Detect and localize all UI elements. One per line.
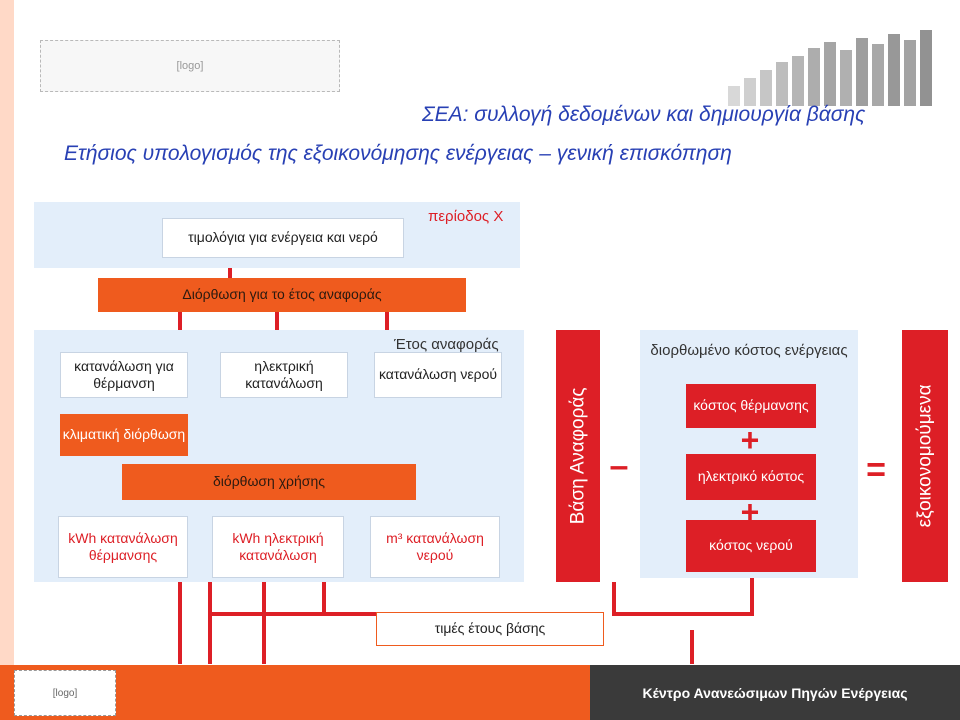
- kwh-electric-label: kWh ηλεκτρική κατανάλωση: [232, 529, 324, 564]
- corrected-cost-title: διορθωμένο κόστος ενέργειας: [640, 342, 858, 361]
- left-accent-strip: [0, 0, 14, 665]
- period-label: περίοδος X: [428, 208, 504, 225]
- kwh-electric-box: kWh ηλεκτρική κατανάλωση: [212, 516, 344, 578]
- base-year-label: Βάση Αναφοράς: [567, 387, 589, 525]
- footer-organization: Κέντρο Ανανεώσιμων Πηγών Ενέργειας: [590, 665, 960, 720]
- minus-operator: –: [609, 447, 629, 485]
- connector-line: [208, 612, 376, 616]
- m3-water-box: m³ κατανάλωση νερού: [370, 516, 500, 578]
- heating-cost-box: κόστος θέρμανσης: [686, 384, 816, 428]
- invoices-label: τιμολόγια για ενέργεια και νερό: [188, 229, 378, 246]
- electric-cost-box: ηλεκτρικό κόστος: [686, 454, 816, 500]
- connector-line: [612, 612, 752, 616]
- equals-operator: =: [866, 451, 886, 489]
- usage-correction-label: διόρθωση χρήσης: [213, 473, 325, 490]
- water-consumption-label: κατανάλωση νερού: [378, 366, 498, 383]
- base-year-box: Βάση Αναφοράς: [556, 330, 600, 582]
- heating-cost-label: κόστος θέρμανσης: [693, 397, 809, 414]
- reference-year-correction-label: Διόρθωση για το έτος αναφοράς: [182, 286, 382, 303]
- connector-line: [612, 582, 616, 616]
- plus-operator-1: +: [740, 422, 760, 458]
- page-subtitle: Ετήσιος υπολογισμός της εξοικονόμησης εν…: [64, 142, 732, 165]
- reference-year-label: Έτος αναφοράς: [394, 336, 499, 353]
- heating-consumption-label: κατανάλωση για θέρμανση: [74, 357, 174, 392]
- connector-line: [208, 582, 212, 664]
- m3-water-label: m³ κατανάλωση νερού: [386, 529, 484, 564]
- water-cost-box: κόστος νερού: [686, 520, 816, 572]
- eurocontract-logo: [logo]: [40, 40, 340, 92]
- connector-line: [228, 262, 232, 278]
- connector-line: [322, 582, 326, 616]
- kape-cres-logo: [logo]: [14, 670, 116, 716]
- savings-label: εξοικονομούμενα: [914, 384, 936, 528]
- decorative-bars-graphic: [728, 30, 932, 106]
- electric-cost-label: ηλεκτρικό κόστος: [697, 468, 805, 485]
- base-year-prices-box: τιμές έτους βάσης: [376, 612, 604, 646]
- base-year-prices-label: τιμές έτους βάσης: [434, 620, 546, 637]
- water-cost-label: κόστος νερού: [709, 537, 793, 554]
- reference-year-correction-box: Διόρθωση για το έτος αναφοράς: [98, 278, 466, 312]
- invoices-box: τιμολόγια για ενέργεια και νερό: [162, 218, 404, 258]
- usage-correction-box: διόρθωση χρήσης: [122, 464, 416, 500]
- water-consumption-box: κατανάλωση νερού: [374, 352, 502, 398]
- page-title: ΣΕΑ: συλλογή δεδομένων και δημιουργία βά…: [422, 103, 866, 126]
- electric-consumption-box: ηλεκτρική κατανάλωση: [220, 352, 348, 398]
- heating-consumption-box: κατανάλωση για θέρμανση: [60, 352, 188, 398]
- corrected-cost-title-text: διορθωμένο κόστος ενέργειας: [650, 342, 848, 359]
- connector-line: [262, 582, 266, 664]
- footer-organization-text: Κέντρο Ανανεώσιμων Πηγών Ενέργειας: [642, 684, 908, 701]
- climate-correction-label: κλιματική διόρθωση: [62, 426, 186, 443]
- electric-consumption-label: ηλεκτρική κατανάλωση: [245, 357, 323, 392]
- savings-box: εξοικονομούμενα: [902, 330, 948, 582]
- connector-line: [750, 578, 754, 616]
- kwh-heating-box: kWh κατανάλωση θέρμανσης: [58, 516, 188, 578]
- kwh-heating-label: kWh κατανάλωση θέρμανσης: [68, 529, 178, 564]
- connector-line: [690, 630, 694, 664]
- climate-correction-box: κλιματική διόρθωση: [60, 414, 188, 456]
